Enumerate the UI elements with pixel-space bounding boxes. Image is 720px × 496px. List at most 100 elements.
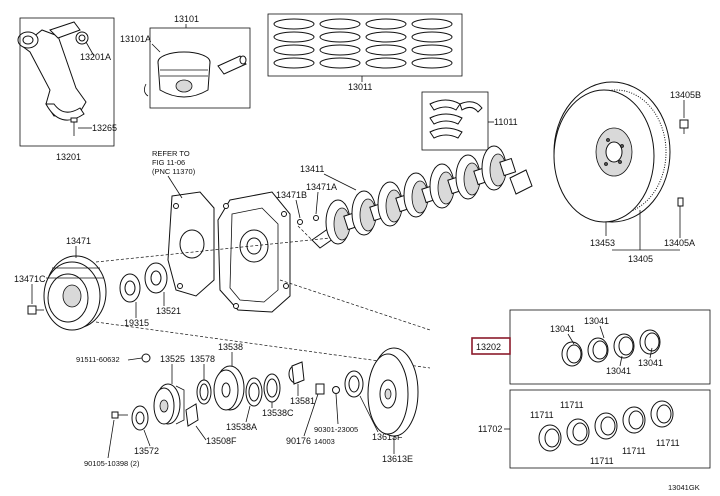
label-13525[interactable]: 13525	[160, 354, 185, 364]
piston-ring-set[interactable]	[267, 13, 463, 77]
timing-cover[interactable]	[167, 191, 291, 313]
label-13521[interactable]: 13521	[156, 306, 181, 316]
washer-90301[interactable]	[332, 386, 340, 394]
label-13265[interactable]: 13265	[92, 123, 117, 133]
label-13471a[interactable]: 13471A	[306, 182, 337, 192]
label-13471c[interactable]: 13471C	[14, 274, 46, 284]
label-90105-10398[interactable]: 90105-10398 (2)	[84, 459, 140, 468]
piston-ring	[273, 57, 315, 69]
rod-bearing-shell-inner	[544, 428, 560, 448]
plug-90176[interactable]	[315, 383, 325, 395]
label-11711-c[interactable]: 11711	[590, 456, 614, 466]
crank-timing-gear-19315[interactable]	[119, 273, 141, 303]
piston[interactable]	[157, 51, 211, 98]
shim-13538a[interactable]	[245, 377, 263, 407]
ref-line-1: REFER TO	[152, 149, 190, 158]
gear-13538[interactable]	[213, 365, 245, 411]
label-13405a[interactable]: 13405A	[664, 238, 695, 248]
label-13011[interactable]: 13011	[348, 82, 372, 92]
label-11011[interactable]: 11011	[494, 117, 518, 127]
shim-13538c[interactable]	[263, 373, 281, 403]
piston-ring	[365, 31, 407, 43]
label-13101[interactable]: 13101	[174, 14, 199, 24]
crankshaft[interactable]	[311, 145, 533, 249]
bolt-90105[interactable]	[111, 411, 128, 419]
main-bearing-set-13202[interactable]	[509, 309, 711, 385]
piston-ring	[319, 57, 361, 69]
label-13453[interactable]: 13453	[590, 238, 615, 248]
piston-ring	[411, 31, 453, 43]
flywheel-bolt-13405b[interactable]	[679, 119, 689, 134]
label-13613e[interactable]: 13613E	[382, 454, 413, 464]
label-13471[interactable]: 13471	[66, 236, 91, 246]
label-13471b[interactable]: 13471B	[276, 190, 307, 200]
gear-13613e[interactable]	[367, 347, 419, 437]
piston-pin[interactable]	[217, 55, 247, 75]
piston-ring	[319, 18, 361, 30]
crank-journal	[499, 157, 517, 177]
piston-ring	[273, 44, 315, 56]
flywheel-pin-13405a[interactable]	[677, 197, 684, 207]
snap-ring-13578[interactable]	[196, 379, 212, 405]
label-91511-60632[interactable]: 91511-60632	[76, 355, 120, 364]
rod-bearing-shell-inner	[656, 404, 672, 424]
label-11711-d[interactable]: 11711	[622, 446, 646, 456]
label-13538c[interactable]: 13538C	[262, 408, 294, 418]
label-13101a[interactable]: 13101A	[120, 34, 151, 44]
bushing-13508f[interactable]	[185, 403, 199, 427]
label-13411[interactable]: 13411	[300, 164, 324, 174]
label-11711-a[interactable]: 11711	[530, 410, 554, 420]
crankshaft-pulley[interactable]	[43, 255, 107, 331]
label-13405[interactable]: 13405	[628, 254, 653, 264]
rod-bearing-shell-inner	[572, 422, 588, 442]
label-13538[interactable]: 13538	[218, 342, 243, 352]
highlight-13202	[471, 337, 511, 355]
flywheel[interactable]	[553, 81, 671, 223]
label-13201[interactable]: 13201	[56, 152, 81, 162]
piston-ring	[411, 57, 453, 69]
label-13538a[interactable]: 13538A	[226, 422, 257, 432]
label-90301-23005[interactable]: 90301-23005	[314, 425, 358, 434]
label-11711-b[interactable]: 11711	[560, 400, 584, 410]
label-14003[interactable]: 14003	[314, 437, 335, 446]
connecting-rod[interactable]	[17, 21, 89, 136]
label-19315[interactable]: 19315	[124, 318, 149, 328]
rod-bearing-set-11702[interactable]	[509, 389, 711, 469]
label-13613f[interactable]: 13613F	[372, 432, 403, 442]
crank-gear-13521[interactable]	[144, 262, 168, 294]
label-11702[interactable]: 11702	[478, 424, 502, 434]
bearing-set-11011[interactable]	[421, 91, 489, 151]
label-13041-d[interactable]: 13041	[638, 358, 663, 368]
piston-ring	[365, 18, 407, 30]
circlip-symbol	[141, 353, 151, 363]
label-13201a[interactable]: 13201A	[80, 52, 111, 62]
piston-ring	[273, 18, 315, 30]
label-13578[interactable]: 13578	[190, 354, 215, 364]
gear-13525[interactable]	[153, 383, 185, 425]
cover-bolt	[281, 211, 287, 217]
label-13041-c[interactable]: 13041	[606, 366, 631, 376]
piston-ring	[411, 44, 453, 56]
rod-bearing-shell-inner	[600, 416, 616, 436]
label-13581[interactable]: 13581	[290, 396, 315, 406]
shaft-13581[interactable]	[288, 361, 305, 385]
ref-line-2: FIG 11-06	[152, 158, 185, 167]
thrust-washer-13572[interactable]	[131, 405, 149, 431]
label-90176[interactable]: 90176	[286, 436, 311, 446]
label-13041-a[interactable]: 13041	[550, 324, 575, 334]
figure-code: 13041GK	[668, 483, 700, 492]
label-13508f[interactable]: 13508F	[206, 436, 237, 446]
label-13572[interactable]: 13572	[134, 446, 159, 456]
bearing-shell-inner	[592, 340, 608, 360]
label-11711-e[interactable]: 11711	[656, 438, 680, 448]
piston-ring	[319, 44, 361, 56]
label-13041-b[interactable]: 13041	[584, 316, 609, 326]
bearing-shell-inner	[644, 332, 660, 352]
pulley-bolt[interactable]	[27, 305, 44, 315]
label-13405b[interactable]: 13405B	[670, 90, 701, 100]
seal-13613f[interactable]	[344, 370, 364, 398]
label-13202[interactable]: 13202	[476, 342, 501, 352]
bearing-shell-inner	[566, 344, 582, 364]
piston-ring	[365, 44, 407, 56]
